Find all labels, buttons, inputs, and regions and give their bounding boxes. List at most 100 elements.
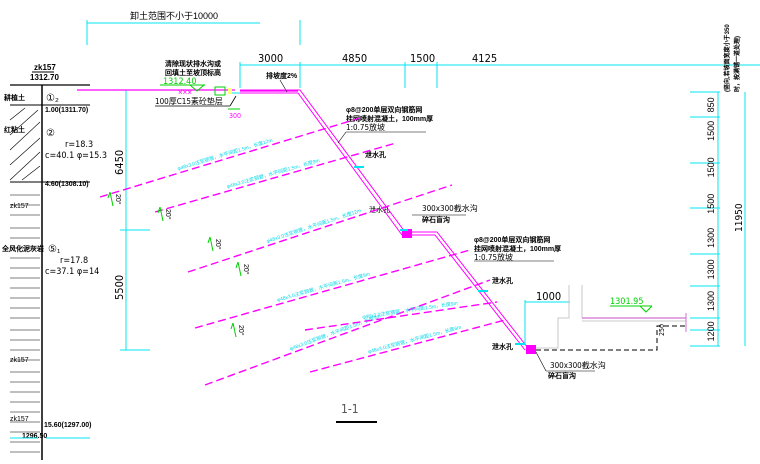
lower-slope-note: φ8@200单层双向钢筋网 挂网喷射混凝土，100mm厚 1:0.75放坡 泄水… <box>474 235 606 380</box>
ditch-bottom <box>526 345 536 354</box>
layer-params-3: c=37.1 φ=14 <box>45 267 99 277</box>
dim-1500: 1500 <box>410 52 435 65</box>
anchor-angle-label: 20° <box>237 325 245 336</box>
layer-name-1: 耕植土 <box>4 93 25 102</box>
ditch-fill <box>228 88 232 94</box>
right-dim-segment: 1500 <box>706 194 716 214</box>
right-dim-segment: 1500 <box>706 121 716 141</box>
layer-params-2: c=40.1 φ=15.3 <box>45 151 107 161</box>
dim-6450: 6450 <box>113 150 126 175</box>
right-note-1: (竖向,若坡面宽度小于350 <box>723 24 731 92</box>
top-segment-dimensions: 3000 4850 1500 4125 <box>239 20 760 88</box>
unload-range-label: 卸土范围不小于10000 <box>130 10 218 21</box>
layer-depth-2: 4.60(1308.10) <box>45 181 89 188</box>
drainage-ditch-top <box>214 86 226 96</box>
anchor-label: φ48x3.0注浆钢管，水平间距1.5m，长度9m <box>226 157 321 190</box>
angle-mark <box>235 261 242 277</box>
anchor-line <box>204 279 491 386</box>
ditch-label-bottom-1: 300x300截水沟 <box>550 360 606 370</box>
bottom-berm: 1000 1301.95 250 <box>524 285 687 351</box>
ditch-label-mid-1: 300x300截水沟 <box>422 203 478 213</box>
anchor-label: φ48x3.0注浆钢管，水平间距1.5m，长度12m <box>177 137 274 173</box>
drain-hole-label-2: 泄水孔 <box>369 205 390 214</box>
right-dim-segment: 1300 <box>706 228 716 248</box>
anchor-label: φ48x3.0注浆钢管，水平间距1.5m，长度6m <box>367 324 462 356</box>
bottom-depth-label: 15.60(1297.00) <box>44 422 91 429</box>
anchor-label: φ48x3.0注浆钢管，水平间距1.5m，长度9m <box>276 271 371 304</box>
upper-slope-note: φ8@200单层双向钢筋网 挂网喷射混凝土，100mm厚 1:0.75放坡 泄水… <box>337 105 478 224</box>
section-title-text: 1-1 <box>341 402 359 416</box>
dim-1000: 1000 <box>536 290 561 303</box>
layer-marker-3: ⑤₁ <box>48 244 61 255</box>
bottom-elevation-label: 1296.50 <box>22 433 47 440</box>
anchor-angle-label: 20° <box>214 239 222 250</box>
layer-marker-1: ①₂ <box>46 93 59 104</box>
crest-note-1: 清除现状排水沟或 <box>165 59 221 68</box>
layer-marker-2: ② <box>46 128 55 139</box>
lower-note-line-3: 1:0.75放坡 <box>474 252 513 262</box>
floor-elevation: 1301.95 <box>610 297 643 307</box>
crest-elevation: 1312.40 <box>163 77 196 87</box>
angle-mark <box>157 206 164 222</box>
upper-note-line-1: φ8@200单层双向钢筋网 <box>346 105 422 114</box>
dim-3000: 3000 <box>258 52 283 65</box>
anchor-angle-label: 20° <box>164 209 172 220</box>
layer-depth-1: 1.00(1311.70) <box>45 107 88 114</box>
upper-note-line-2: 挂网喷射混凝土，100mm厚 <box>346 114 433 123</box>
lower-note-line-1: φ8@200单层双向钢筋网 <box>474 235 550 244</box>
drain-hole-label-1: 泄水孔 <box>365 150 386 159</box>
anchor-angle-label: 20° <box>242 264 250 275</box>
anchor-line <box>187 184 453 273</box>
anchor-line <box>154 142 397 213</box>
layer-gamma-2: r=18.3 <box>65 140 93 150</box>
layer-gamma-3: r=17.8 <box>60 256 88 266</box>
borehole-marker-3: zk157 <box>10 416 29 423</box>
dim-5500: 5500 <box>113 275 126 300</box>
anchor-line <box>99 117 361 198</box>
layer-name-3: 全风化泥灰岩 <box>1 244 44 253</box>
fill-mark: ××× <box>178 88 192 97</box>
ditch-mid <box>402 229 412 238</box>
dim-4850: 4850 <box>342 52 367 65</box>
anchor-angle-label: 20° <box>114 194 122 205</box>
dim-total-11950: 11950 <box>734 203 745 232</box>
right-dimension-chain: 850 1500 1500 1500 1300 1300 1300 1200 11950 (竖… <box>690 24 746 347</box>
anchor-line <box>309 319 506 373</box>
right-dim-segment: 850 <box>706 97 716 112</box>
cushion-note: 100厚C15素砼垫层 <box>155 96 223 106</box>
slope-face <box>240 89 536 354</box>
borehole-marker-2: zk157 <box>10 357 29 364</box>
top-overall-dimension: 卸土范围不小于10000 <box>86 10 260 45</box>
left-vertical-dimension: 6450 5500 <box>113 89 150 351</box>
right-note-2: 时，按满铺一道处理) <box>733 36 741 92</box>
layer-name-2: 红粘土 <box>4 125 25 134</box>
anchor-line <box>194 249 471 329</box>
borehole-elevation: 1312.70 <box>30 73 59 82</box>
anchor-line <box>304 301 498 331</box>
lower-note-line-2: 挂网喷射混凝土，100mm厚 <box>474 244 561 253</box>
dim-250: 250 <box>658 324 666 336</box>
section-title: 1-1 <box>336 402 377 423</box>
drain-hole-label-3: 泄水孔 <box>492 276 513 285</box>
right-dim-segment: 1300 <box>706 291 716 311</box>
borehole-marker-1: zk157 <box>10 203 29 210</box>
anchor-label: φ48x3.0注浆钢管，水平间距1.5m，长度12m <box>266 207 362 245</box>
angle-mark <box>230 322 237 338</box>
ditch-label-bottom-2: 碎石盲沟 <box>548 371 576 380</box>
angle-mark <box>107 191 114 207</box>
slope-grade-note: 排坡度2% <box>266 71 298 80</box>
anchor-label: φ48x3.0注浆钢管，水平间距1.5m，长度9m <box>362 300 458 321</box>
angle-mark <box>207 236 214 252</box>
drain-hole-label-4: 泄水孔 <box>492 342 513 351</box>
crest-area: 清除现状排水沟或 回填土至坡顶标高 1312.40 ××× 100厚C15素砼垫… <box>77 59 298 120</box>
ditch-label-mid-2: 碎石盲沟 <box>422 215 450 224</box>
borehole-column: zk157 1312.70 耕植土 ①₂ <box>1 63 107 460</box>
anchor-group: φ48x3.0注浆钢管，水平间距1.5m，长度12mφ48x3.0注浆钢管，水平… <box>99 117 506 386</box>
right-dim-segment: 1500 <box>706 157 716 177</box>
dim-4125: 4125 <box>472 52 497 65</box>
upper-note-line-3: 1:0.75放坡 <box>346 122 385 132</box>
right-dim-segment: 1200 <box>706 321 716 341</box>
gap-300: 300 <box>229 112 241 120</box>
right-dim-segment: 1300 <box>706 259 716 279</box>
